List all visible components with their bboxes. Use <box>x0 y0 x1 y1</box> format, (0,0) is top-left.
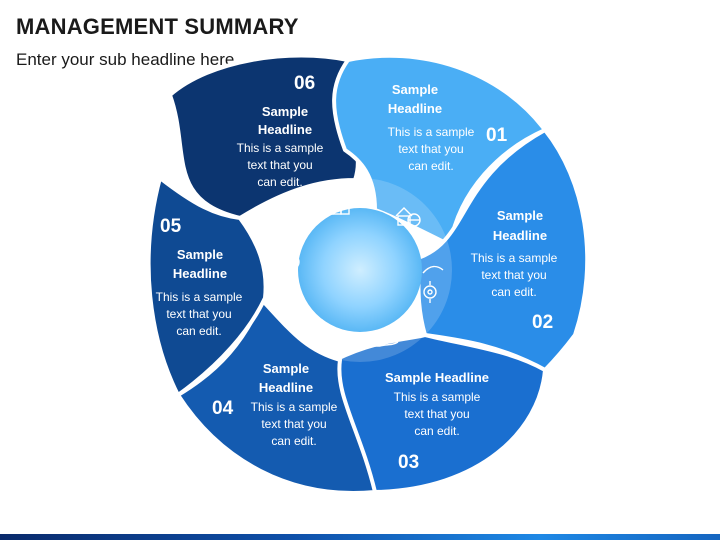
svg-text:$: $ <box>289 259 295 269</box>
segment-04-number: 04 <box>212 398 234 419</box>
segment-02-headline-line2: Headline <box>493 228 547 243</box>
segment-04-headline-line2: Headline <box>259 380 313 395</box>
svg-text:★: ★ <box>338 189 345 198</box>
segment-02-shape <box>416 128 590 372</box>
page-subtitle: Enter your sub headline here <box>16 50 235 69</box>
segment-06-number: 06 <box>294 73 315 94</box>
segment-04-text-line3: can edit. <box>271 434 316 448</box>
segment-05-shape <box>146 176 268 397</box>
coins-icon: $ <box>272 252 300 272</box>
segment-06-text-line3: can edit. <box>257 175 302 189</box>
segment-03-headline: Sample Headline <box>385 370 489 385</box>
podium-stars-icon: ★ ★ ★ <box>324 189 351 215</box>
segment-02-text-line1: This is a sample <box>471 251 558 265</box>
segment-05-text-line2: text that you <box>166 307 231 321</box>
segment-01-text-line3: can edit. <box>408 159 453 173</box>
segment-05-headline-line1: Sample <box>177 247 223 262</box>
segment-03-text-line3: can edit. <box>414 424 459 438</box>
segment-02-number: 02 <box>532 312 553 333</box>
center-circle <box>298 208 422 332</box>
bottom-accent-bar <box>0 534 720 540</box>
hand-money-icon <box>372 330 403 347</box>
segment-06-headline-line2: Headline <box>258 122 312 137</box>
segment-04-headline-line1: Sample <box>263 361 309 376</box>
segment-05-number: 05 <box>160 216 182 237</box>
segment-01-text-line2: text that you <box>398 142 463 156</box>
segment-02-text-line3: can edit. <box>491 285 536 299</box>
segment-01-headline-line2: Headline <box>388 101 442 116</box>
hand-gear-icon <box>422 265 444 303</box>
segment-01-text-line1: This is a sample <box>388 125 475 139</box>
segment-04-text-line1: This is a sample <box>251 400 338 414</box>
segment-06-text-line2: text that you <box>247 158 312 172</box>
gear-card-icon <box>295 319 323 335</box>
segment-03-number: 03 <box>398 452 419 473</box>
segment-04-text-line2: text that you <box>261 417 326 431</box>
house-globe-icon <box>395 207 421 227</box>
segment-06-text-line1: This is a sample <box>237 141 324 155</box>
segment-05-text-line1: This is a sample <box>156 290 243 304</box>
segment-05-headline-line2: Headline <box>173 266 227 281</box>
page-title: MANAGEMENT SUMMARY <box>16 14 299 39</box>
svg-text:★: ★ <box>331 192 338 201</box>
segment-03-text-line2: text that you <box>404 407 469 421</box>
segment-03-text-line1: This is a sample <box>394 390 481 404</box>
segment-02-text-line2: text that you <box>481 268 546 282</box>
segment-01-headline-line1: Sample <box>392 82 438 97</box>
segment-02-headline-line1: Sample <box>497 208 543 223</box>
segment-05-text-line3: can edit. <box>176 324 221 338</box>
svg-text:★: ★ <box>344 194 351 203</box>
segment-01-number: 01 <box>486 125 508 146</box>
segment-06-headline-line1: Sample <box>262 104 308 119</box>
